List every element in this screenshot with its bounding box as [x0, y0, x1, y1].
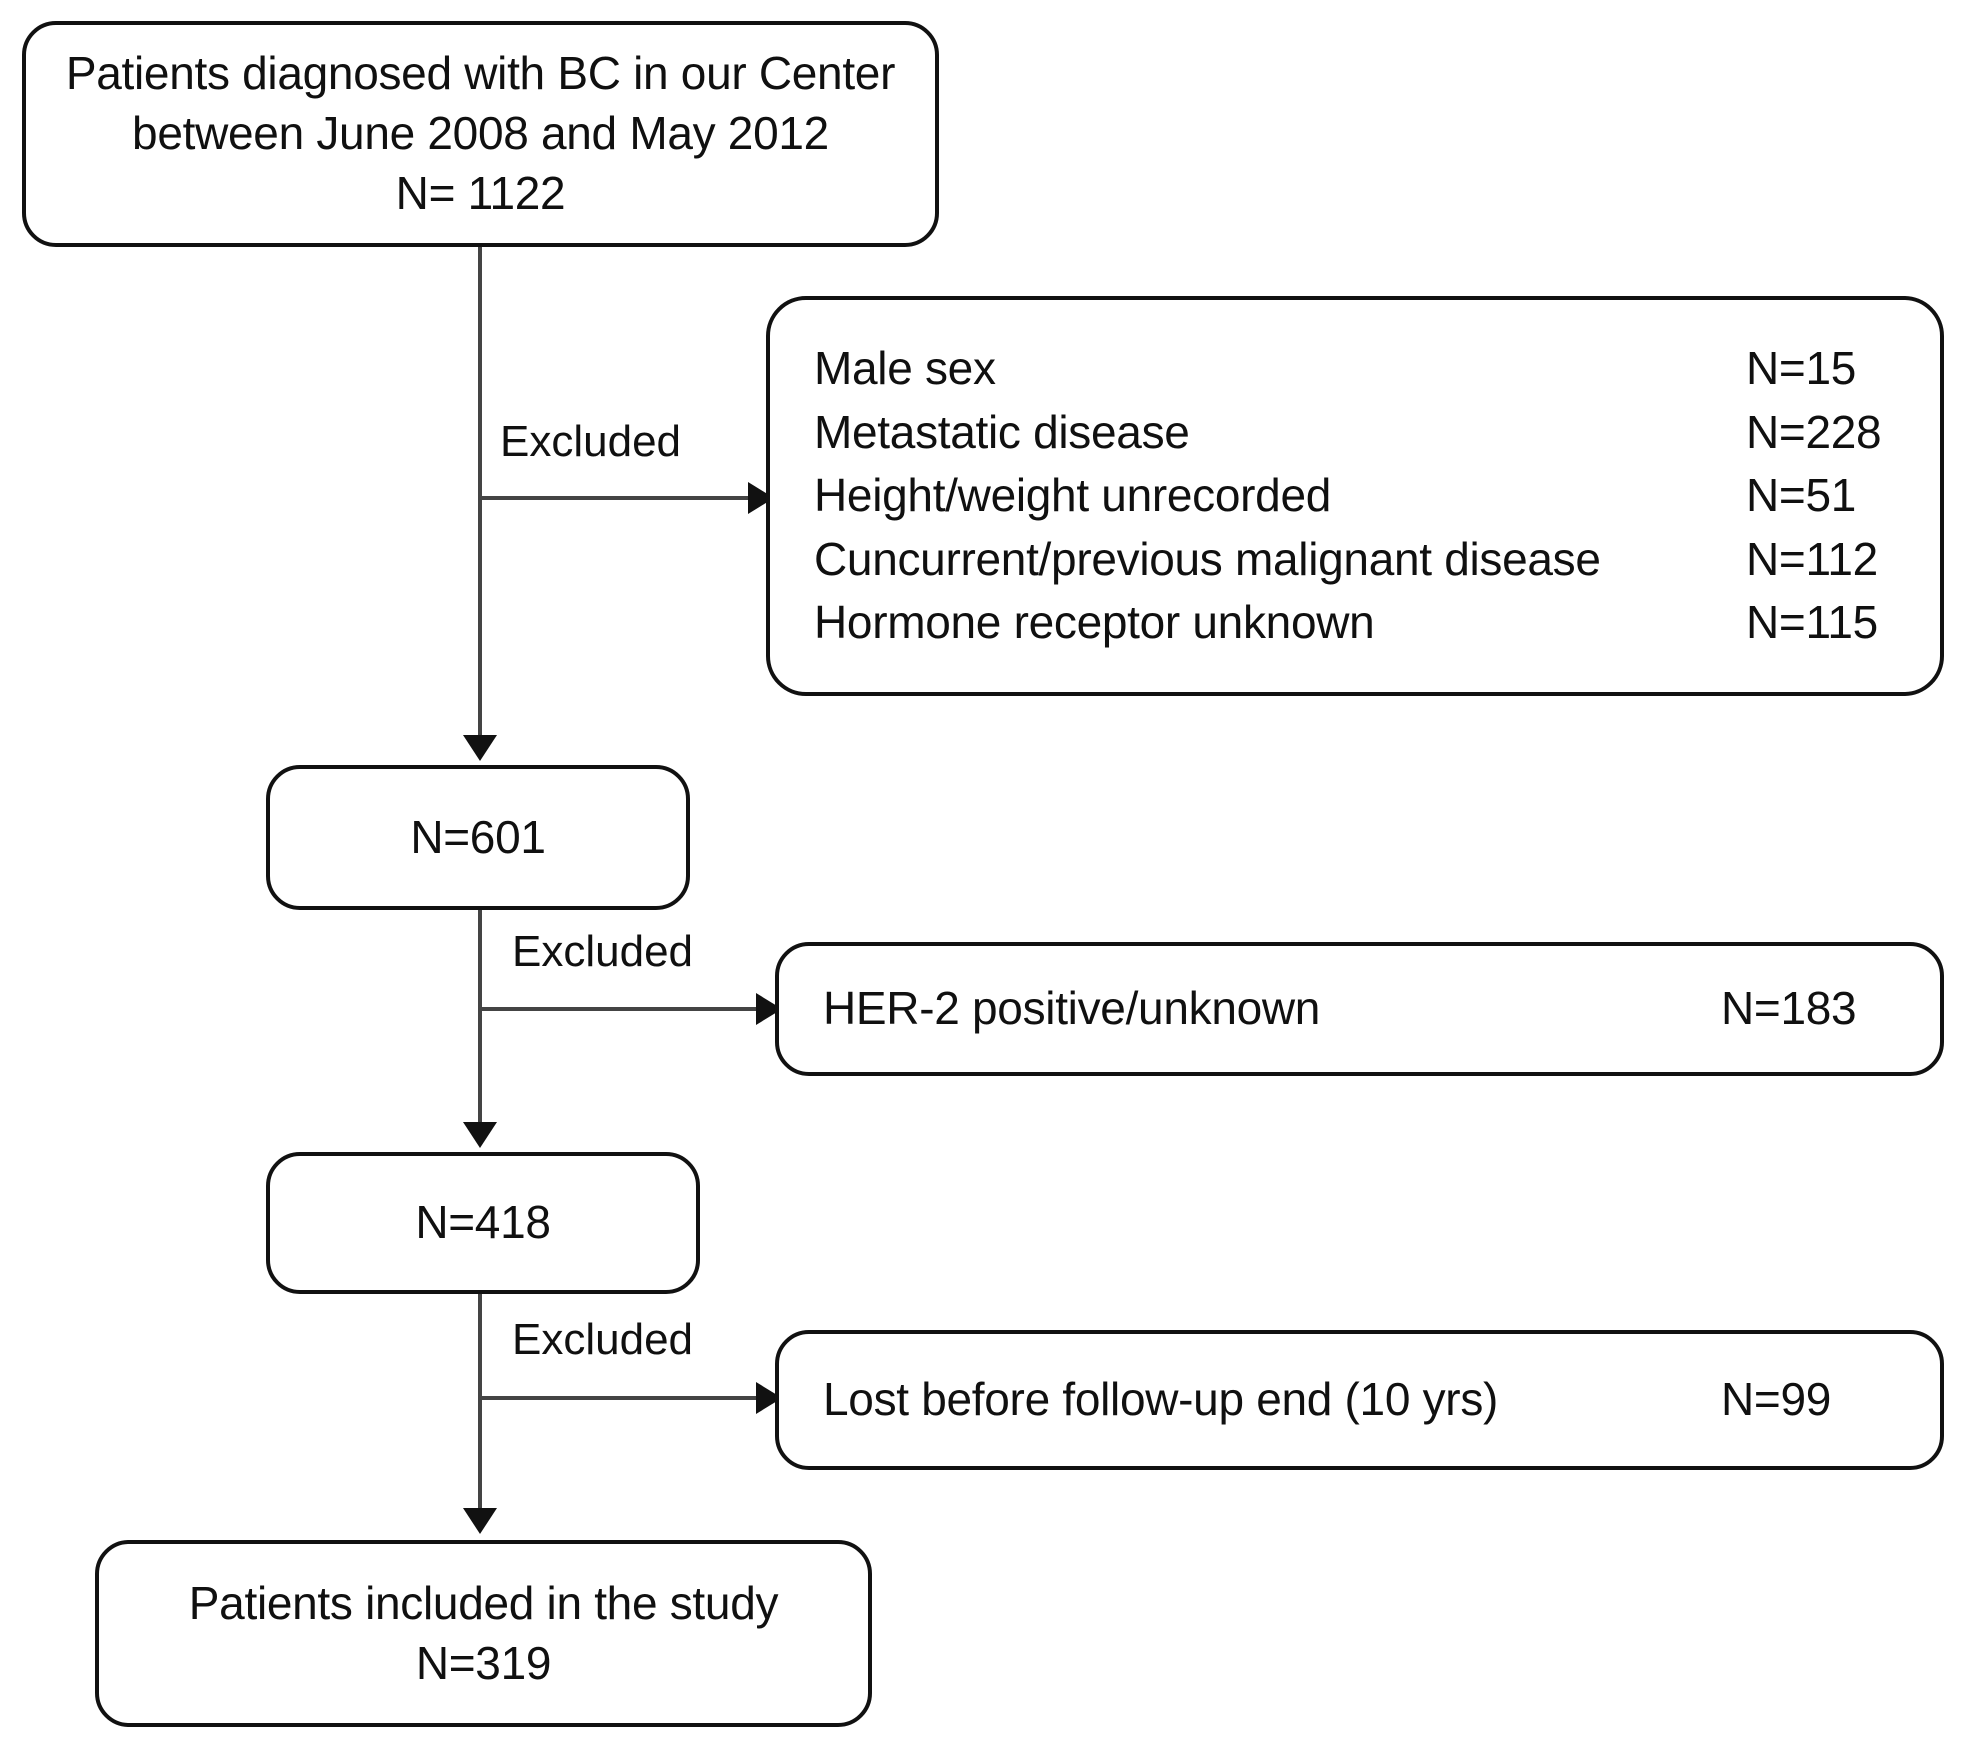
node-after-second-exclusion: N=418 — [266, 1152, 700, 1294]
exclusion-count: N=15 — [1746, 342, 1857, 395]
edge-label-excluded-1: Excluded — [500, 417, 682, 466]
exclusion-reason: Cuncurrent/previous malignant disease — [814, 532, 1601, 585]
exclusion-reason: HER-2 positive/unknown — [823, 982, 1321, 1035]
edge-label-excluded-2: Excluded — [512, 927, 694, 976]
final-line-1: Patients included in the study — [188, 1576, 779, 1629]
exclusion-row: Cuncurrent/previous malignant disease N=… — [814, 528, 1896, 591]
connector-excluded-2 — [478, 1007, 760, 1011]
arrowhead-n418-to-final — [463, 1508, 497, 1534]
final-line-2: N=319 — [415, 1636, 552, 1689]
connector-n418-to-final — [478, 1294, 482, 1512]
exclusion-list-her2: HER-2 positive/unknown N=183 — [779, 977, 1940, 1040]
exclusion-list-first: Male sex N=15 Metastatic disease N=228 H… — [770, 337, 1940, 654]
exclusion-count: N=228 — [1746, 405, 1882, 458]
exclusion-reason: Height/weight unrecorded — [814, 469, 1332, 522]
exclusion-row: HER-2 positive/unknown N=183 — [823, 977, 1896, 1040]
arrowhead-n601-to-n418 — [463, 1122, 497, 1148]
node-n601-label: N=601 — [410, 810, 546, 863]
arrowhead-source-to-n601 — [463, 735, 497, 761]
exclusion-list-lost: Lost before follow-up end (10 yrs) N=99 — [779, 1368, 1940, 1431]
edge-label-excluded-3: Excluded — [512, 1315, 694, 1364]
exclusion-count: N=99 — [1721, 1373, 1832, 1426]
exclusion-reason: Metastatic disease — [814, 405, 1190, 458]
source-line-2: between June 2008 and May 2012 — [132, 107, 829, 160]
exclusion-row: Hormone receptor unknown N=115 — [814, 591, 1896, 654]
connector-source-to-n601 — [478, 247, 482, 739]
node-exclusions-first: Male sex N=15 Metastatic disease N=228 H… — [766, 296, 1944, 696]
connector-excluded-1 — [478, 496, 750, 500]
exclusion-count: N=112 — [1746, 532, 1878, 585]
node-after-first-exclusion: N=601 — [266, 765, 690, 910]
connector-n601-to-n418 — [478, 910, 482, 1126]
source-line-1: Patients diagnosed with BC in our Center — [65, 47, 896, 100]
exclusion-reason: Male sex — [814, 342, 996, 395]
exclusion-reason: Hormone receptor unknown — [814, 596, 1375, 649]
exclusion-count: N=51 — [1746, 469, 1857, 522]
exclusion-count: N=115 — [1746, 596, 1878, 649]
exclusion-row: Height/weight unrecorded N=51 — [814, 464, 1896, 527]
source-line-3: N= 1122 — [395, 166, 566, 219]
exclusion-reason: Lost before follow-up end (10 yrs) — [823, 1373, 1499, 1426]
exclusion-row: Male sex N=15 — [814, 337, 1896, 400]
node-n418-label: N=418 — [415, 1196, 551, 1249]
node-exclusions-her2: HER-2 positive/unknown N=183 — [775, 942, 1944, 1076]
exclusion-row: Metastatic disease N=228 — [814, 401, 1896, 464]
connector-excluded-3 — [478, 1396, 760, 1400]
exclusion-row: Lost before follow-up end (10 yrs) N=99 — [823, 1368, 1896, 1431]
node-source-population: Patients diagnosed with BC in our Center… — [22, 21, 939, 247]
node-exclusions-lost-followup: Lost before follow-up end (10 yrs) N=99 — [775, 1330, 1944, 1470]
node-final-included: Patients included in the study N=319 — [95, 1540, 872, 1727]
exclusion-count: N=183 — [1721, 982, 1857, 1035]
